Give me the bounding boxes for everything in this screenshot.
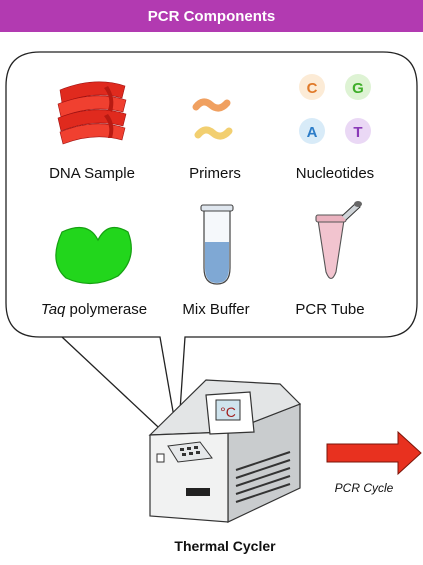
pcr-cycle-label: PCR Cycle	[334, 481, 394, 495]
thermal-cycler-icon: °C	[148, 379, 302, 523]
label-taq-rest: polymerase	[65, 301, 148, 318]
page-header: PCR Components	[0, 0, 423, 32]
label-pcr-tube: PCR Tube	[295, 301, 365, 318]
enzyme-blob-icon	[55, 226, 132, 285]
right-arrow-icon	[326, 430, 422, 476]
label-primers: Primers	[189, 165, 241, 182]
label-taq-polymerase: Taq polymerase	[41, 301, 147, 318]
nucleotide-bases-icon: C G A T	[299, 74, 371, 144]
label-taq-italic: Taq	[40, 301, 66, 318]
dna-ribbon-icon	[57, 81, 127, 145]
base-t: T	[353, 124, 362, 141]
label-dna-sample: DNA Sample	[49, 165, 135, 182]
pcr-tube-icon	[315, 201, 362, 280]
base-a: A	[307, 124, 318, 141]
page-title: PCR Components	[147, 7, 276, 25]
test-tube-icon	[200, 204, 234, 285]
primer-squiggle-icon	[192, 98, 233, 140]
label-nucleotides: Nucleotides	[295, 165, 375, 182]
label-mix-buffer: Mix Buffer	[182, 301, 250, 318]
thermal-cycler-label: Thermal Cycler	[174, 538, 276, 554]
base-c: C	[307, 80, 318, 97]
temp-display-unit: °C	[220, 404, 236, 420]
base-g: G	[352, 80, 364, 97]
